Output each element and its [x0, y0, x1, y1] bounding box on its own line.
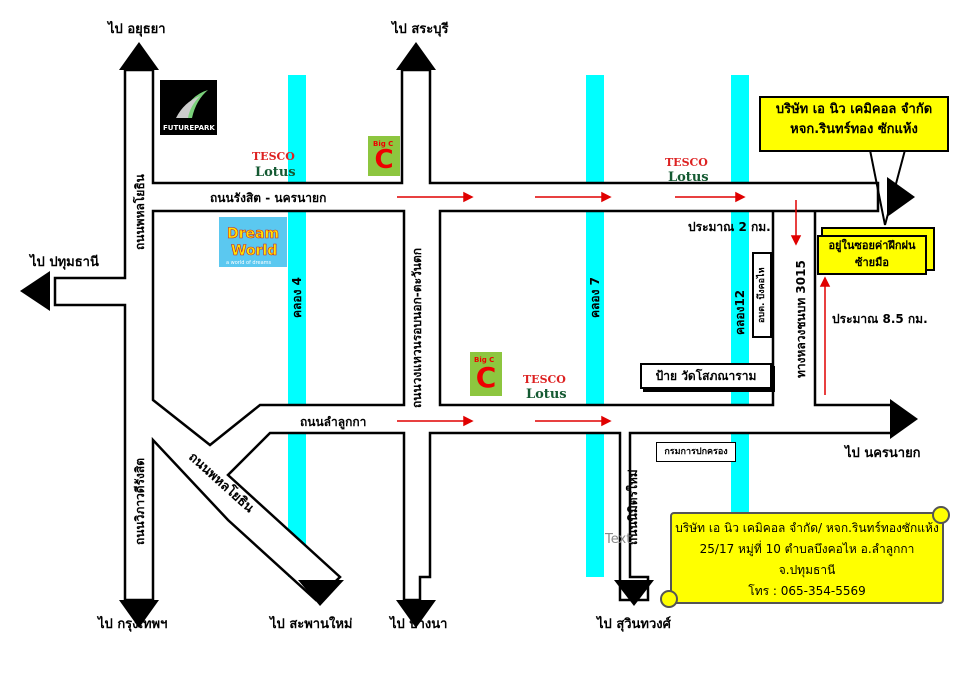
tesco-lotus-bottom: TESCO Lotus [523, 373, 567, 402]
tesco-text: TESCO [665, 156, 708, 169]
route-arrows [397, 191, 831, 427]
lotus-text: Lotus [668, 170, 709, 185]
direction-arrows [20, 42, 918, 628]
bigc-text: Big C [373, 140, 393, 148]
future-park-text: FUTUREPARK [163, 124, 215, 132]
bigc-text: Big C [474, 356, 494, 364]
obt-box: อบต. บึงคอไห [752, 252, 772, 338]
label-to-bangkok: ไป กรุงเทพฯ [96, 615, 167, 632]
dept-box: กรมการปกครอง [656, 442, 736, 462]
address-line1: บริษัท เอ นิว เคมิคอล จำกัด/ หจก.รินทร์ท… [675, 521, 939, 535]
arrow-down-bangkok [119, 600, 159, 628]
tesco-text: TESCO [252, 150, 295, 163]
dream-text: Dream [227, 226, 279, 242]
bigc-logo-bottom: C Big C [470, 352, 502, 396]
canal-label-khlong12: คลอง12 [733, 290, 747, 335]
arrow-down-bangna [396, 600, 436, 628]
road-vibhavadi: ถนนวิภาวดีรังสิต [133, 458, 147, 545]
soi-box-line1: อยู่ในซอยค่าฝึกฝน [828, 239, 916, 252]
tesco-text: TESCO [523, 373, 566, 386]
road-lam-luk-ka: ถนนลำลูกกา [300, 415, 366, 430]
world-text: World [231, 243, 277, 259]
bigc-glyph: C [374, 145, 393, 175]
company-callout-line2: หจก.รินทร์ทอง ซักแห้ง [790, 122, 918, 137]
stray-text: Text [604, 532, 631, 547]
address-line3: โทร : 065-354-5569 [748, 584, 866, 598]
label-to-saraburi: ไป สระบุรี [390, 20, 448, 37]
canal-label-khlong7: คลอง 7 [588, 277, 602, 318]
arrow-right-nakhonnayok-top [887, 177, 915, 217]
road-rangsit-nakhonnayok: ถนนรังสิต - นครนายก [210, 191, 326, 205]
label-to-new-bridge: ไป สะพานใหม่ [268, 615, 352, 632]
canal-label-khlong4: คลอง 4 [290, 277, 304, 318]
label-to-ayutthaya: ไป อยุธยา [106, 20, 166, 37]
company-callout-line1: บริษัท เอ นิว เคมิคอล จำกัด [775, 102, 933, 117]
arrow-up-saraburi [396, 42, 436, 70]
distance-2km: ประมาณ 2 กม. [688, 220, 771, 234]
bigc-logo-top: C Big C [368, 136, 400, 176]
bigc-glyph: C [476, 361, 497, 394]
arrow-down-new-bridge [298, 580, 344, 606]
address-scroll: บริษัท เอ นิว เคมิคอล จำกัด/ หจก.รินทร์ท… [670, 512, 944, 604]
address-line2: 25/17 หมู่ที่ 10 ตำบลบึงคอไห อ.ลำลูกกา จ… [699, 542, 915, 577]
dream-world-logo: Dream World a world of dreams [219, 217, 287, 267]
tesco-lotus-top: TESCO Lotus [252, 150, 296, 180]
wat-sign-box: ป้าย วัดโสภณาราม [640, 363, 772, 389]
distance-8-5km: ประมาณ 8.5 กม. [832, 312, 928, 326]
label-to-bangna: ไป บางนา [388, 615, 447, 632]
callout-pointer [869, 149, 886, 226]
tesco-lotus-right: TESCO Lotus [665, 156, 709, 185]
arrow-right-nakhonnayok-bottom [890, 399, 918, 439]
label-to-nakhonnayok: ไป นครนายก [843, 444, 921, 461]
company-callout: บริษัท เอ นิว เคมิคอล จำกัด หจก.รินทร์ทอ… [759, 96, 949, 152]
arrow-left-pathumthani [20, 271, 50, 311]
wat-sign-label: ป้าย วัดโสภณาราม [655, 369, 757, 383]
scroll-curl-bottom [660, 590, 678, 608]
road-highway-3015: ทางหลวงชนบท 3015 [794, 260, 808, 378]
soi-box-line2: ซ้ายมือ [855, 256, 889, 269]
arrow-down-suwinthawong [614, 580, 654, 606]
road-outer-ring: ถนนวงแหวนรอบนอก-ตะวันตก [410, 248, 424, 408]
road-nimit-mai: ถนนนิมิตรใหม่ [625, 469, 640, 545]
arrow-up-ayutthaya [119, 42, 159, 70]
label-to-suwinthawong: ไป สุวินทวงศ์ [595, 615, 672, 632]
dept-label: กรมการปกครอง [664, 447, 728, 457]
label-to-pathumthani: ไป ปทุมธานี [28, 253, 99, 270]
road-phahonyothin: ถนนพหลโยธิน [132, 173, 147, 250]
canal-khlong7 [586, 75, 604, 577]
scroll-curl-top [932, 506, 950, 524]
dream-world-tagline: a world of dreams [226, 260, 272, 266]
obt-label: อบต. บึงคอไห [757, 267, 767, 323]
soi-box: อยู่ในซอยค่าฝึกฝน ซ้ายมือ [817, 235, 927, 275]
future-park-logo: FUTUREPARK [160, 80, 217, 135]
callout-pointer-2 [884, 149, 906, 226]
lotus-text: Lotus [255, 165, 296, 180]
lotus-text: Lotus [526, 387, 567, 402]
